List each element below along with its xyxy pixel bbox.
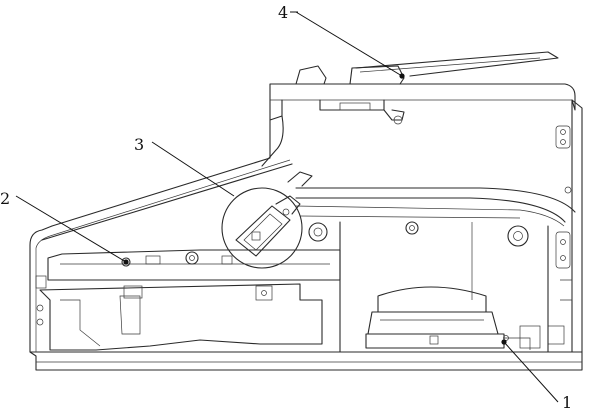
callout-3: 3 [134,135,235,197]
control-board [35,249,341,351]
paper-path [287,171,576,353]
paper-guide-detail-circle [221,187,303,269]
callout-2: 2 [0,189,129,265]
callout-label: 1 [562,393,572,412]
callout-label: 3 [134,135,144,154]
callout-1: 1 [501,339,572,412]
top-document-feeder [295,51,559,125]
right-side-holes [547,125,573,345]
speaker [365,286,541,350]
outer-housing [29,83,583,371]
callout-label: 2 [0,189,10,208]
callout-label: 4 [278,3,288,22]
callout-4: 4 [278,3,405,79]
